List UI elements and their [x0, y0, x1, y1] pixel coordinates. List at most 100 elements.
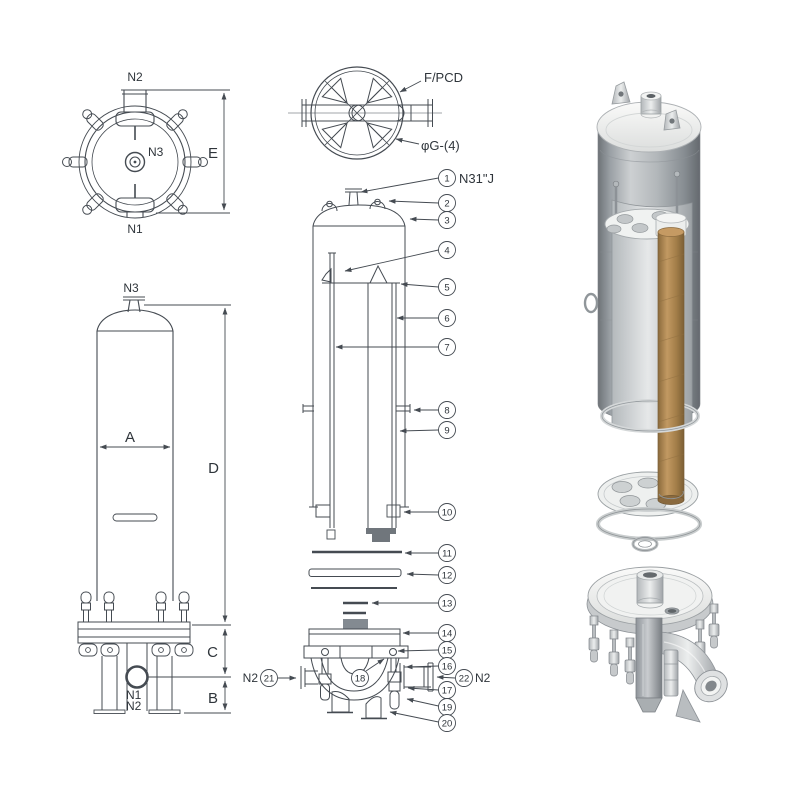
- cartridge-element: [322, 264, 401, 542]
- top-view-nozzle-n2: [115, 89, 155, 127]
- svg-text:14: 14: [442, 629, 453, 640]
- o-ring-small: [631, 536, 659, 552]
- center-drain-pipe: [635, 617, 663, 713]
- side-base-assembly: [77, 591, 194, 714]
- svg-text:5: 5: [444, 283, 449, 294]
- svg-text:18: 18: [355, 674, 366, 685]
- callout-9: 9: [399, 421, 456, 439]
- svg-text:22: 22: [459, 674, 470, 685]
- svg-text:13: 13: [442, 599, 453, 610]
- svg-text:6: 6: [444, 314, 449, 325]
- shell-bottom-rim-front: [600, 415, 700, 500]
- label-n1-bottom: N1: [127, 222, 143, 236]
- callout-19: 19: [406, 698, 456, 716]
- callout-3: 3: [409, 211, 456, 229]
- label-n2-left: N2: [243, 671, 259, 685]
- label-dim-c: C: [207, 644, 218, 661]
- callout-8: 8: [413, 401, 456, 419]
- filter-cartridge: [657, 227, 685, 505]
- shell-slot: [112, 513, 158, 522]
- callout-6: 6: [396, 309, 456, 327]
- outlet-nozzle-circle: [125, 665, 149, 689]
- head-legs: [327, 691, 387, 720]
- render-3d: [583, 81, 728, 723]
- side-elevation-view: N3 A D C B N1 N2: [77, 281, 231, 714]
- hinge-lugs: [78, 643, 194, 657]
- through-pipe: [301, 99, 433, 127]
- label-outlet-n2: N2: [126, 699, 142, 713]
- elbow-gusset: [675, 688, 701, 723]
- lifting-lug: [321, 203, 338, 212]
- svg-text:16: 16: [442, 662, 453, 673]
- right-outlet-nozzle: [399, 662, 434, 692]
- callout-11: 11: [404, 544, 456, 562]
- svg-text:7: 7: [444, 343, 449, 354]
- front-pipe: [663, 649, 679, 697]
- label-side-n3: N3: [123, 281, 139, 295]
- svg-text:19: 19: [442, 703, 453, 714]
- callout-10: 10: [403, 503, 456, 521]
- svg-text:10: 10: [442, 508, 453, 519]
- elbow-outlet: [657, 631, 728, 723]
- top-view: N2 N3 N1 E: [62, 70, 230, 236]
- label-n2-top: N2: [127, 70, 143, 84]
- shell-hook: [583, 292, 599, 314]
- callout-12: 12: [406, 566, 456, 584]
- loose-parts: [308, 550, 402, 615]
- callout-22: 22 N2: [436, 669, 491, 687]
- eyebolt: [80, 591, 92, 622]
- callout-15: 15: [397, 641, 456, 659]
- left-inlet-nozzle: [300, 666, 318, 689]
- callout-2: 2: [388, 194, 456, 212]
- eyebolt: [103, 591, 115, 622]
- label-phi-g4: φG-(4): [421, 138, 460, 153]
- svg-text:4: 4: [444, 246, 449, 257]
- svg-text:3: 3: [444, 216, 449, 227]
- label-outlet-n1: N1: [126, 688, 142, 702]
- legs: [93, 656, 181, 714]
- left-swing-bolt: [318, 658, 332, 701]
- svg-text:11: 11: [442, 549, 452, 560]
- exploded-shell: [302, 188, 411, 508]
- head-3d: [586, 566, 728, 723]
- base-ring: [77, 621, 191, 644]
- eyebolt: [155, 591, 167, 622]
- callout-18: 18: [351, 658, 385, 687]
- callout-1-note: N31"J: [459, 171, 494, 186]
- pcd-bottom-view: F/PCD φG-(4): [288, 66, 463, 160]
- svg-text:8: 8: [444, 406, 449, 417]
- label-dim-a: A: [125, 429, 135, 446]
- label-n2-right: N2: [475, 671, 491, 685]
- top-view-inner: [91, 118, 179, 206]
- dim-DCB: [144, 304, 231, 714]
- lifting-lug: [369, 201, 386, 210]
- head-swing-bolts: [588, 603, 720, 685]
- label-dim-e: E: [208, 145, 218, 162]
- right-swing-bolt: [387, 658, 402, 710]
- callout-1: 1: [360, 169, 456, 194]
- label-f-pcd: F/PCD: [424, 70, 463, 85]
- svg-text:9: 9: [444, 426, 449, 437]
- side-dome: [96, 309, 174, 332]
- callout-14: 14: [402, 624, 456, 642]
- svg-text:12: 12: [442, 571, 453, 582]
- callout-16: 16: [405, 657, 456, 675]
- head-assembly: [300, 619, 434, 720]
- eyebolt: [178, 591, 190, 622]
- svg-text:17: 17: [442, 686, 453, 697]
- svg-text:15: 15: [442, 646, 453, 657]
- label-n3-center: N3: [148, 145, 164, 159]
- tie-rod: [315, 252, 336, 540]
- top-view-lug-n1: [115, 197, 155, 217]
- clamp-bolts: [62, 109, 208, 215]
- callout-17: 17: [407, 681, 456, 699]
- callout-4: 4: [344, 241, 456, 272]
- exploded-view: [300, 188, 434, 720]
- callout-20: 20: [389, 710, 456, 732]
- callouts: 1 N31"J 2 3 4 5 6 7 8 9 10 11 12 13 14 1…: [243, 169, 494, 732]
- dim-E: [149, 89, 230, 214]
- pcd-hole-wedges: [321, 77, 393, 149]
- svg-text:20: 20: [442, 719, 453, 730]
- label-dim-d: D: [208, 460, 219, 477]
